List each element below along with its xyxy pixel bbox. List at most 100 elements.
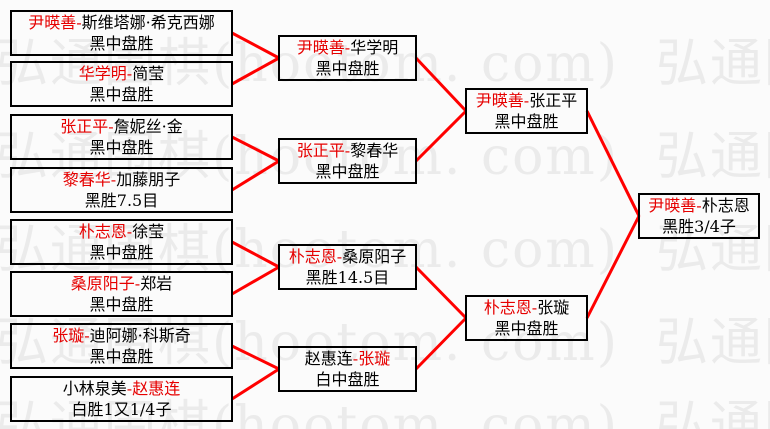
- match-result: 黑中盘胜: [315, 59, 380, 78]
- player-name: 张正平: [529, 91, 578, 110]
- match-result: 黑中盘胜: [89, 138, 154, 157]
- watermark-text: 弘通围棋(hootom. com) 弘通围棋(hootom. com): [0, 220, 770, 280]
- connector-line: [231, 159, 280, 192]
- name-separator: -: [336, 247, 343, 266]
- name-separator: -: [126, 64, 133, 83]
- match-result: 黑中盘胜: [89, 243, 154, 262]
- connector-line: [231, 367, 280, 401]
- connector-line: [231, 56, 280, 86]
- name-separator: -: [696, 196, 702, 215]
- player-name: 简莹: [132, 64, 165, 83]
- connector-line: [231, 240, 280, 269]
- match-box-round2-4: 赵惠连-张璇白中盘胜: [278, 346, 417, 392]
- match-box-round1-8: 小林泉美-赵惠连白胜1又1/4子: [10, 376, 233, 422]
- player-name: 尹暎善: [28, 13, 77, 32]
- match-players: 张正平-詹妮丝·金: [60, 116, 183, 137]
- match-players: 朴志恩-桑原阳子: [289, 246, 406, 267]
- player-name: 斯维塔娜·希克西娜: [81, 13, 215, 32]
- player-name: 朴志恩: [483, 298, 532, 317]
- player-name: 郑岩: [140, 274, 173, 293]
- match-result: 黑中盘胜: [494, 319, 559, 338]
- name-separator: -: [523, 91, 530, 110]
- player-name: 张正平: [296, 141, 345, 160]
- match-players: 朴志恩-徐莹: [79, 221, 164, 242]
- match-result: 黑中盘胜: [89, 295, 154, 314]
- match-result: 白中盘胜: [315, 370, 380, 389]
- player-name: 黎春华: [62, 170, 111, 189]
- match-players: 桑原阳子-郑岩: [71, 273, 172, 294]
- match-box-round1-4: 黎春华-加藤朋子黑胜7.5目: [10, 167, 233, 213]
- connector-line: [231, 31, 280, 60]
- player-name: 小林泉美: [62, 379, 127, 398]
- name-separator: -: [344, 38, 351, 57]
- match-players: 黎春华-加藤朋子: [63, 169, 180, 190]
- player-name: 尹暎善: [475, 91, 524, 110]
- watermark-text: 弘通围棋(hootom. com) 弘通围棋(hootom. com): [0, 313, 770, 373]
- player-name: 华学明: [78, 64, 127, 83]
- match-result: 黑中盘胜: [89, 347, 154, 366]
- name-separator: -: [134, 274, 141, 293]
- match-players: 张璇-迪阿娜·科斯奇: [52, 325, 191, 346]
- match-players: 张正平-黎春华: [297, 140, 398, 161]
- match-players: 尹暎善-朴志恩: [648, 195, 749, 216]
- connector-line: [231, 265, 280, 296]
- match-players: 朴志恩-张璇: [484, 297, 569, 318]
- match-box-round1-1: 尹暎善-斯维塔娜·希克西娜黑中盘胜: [10, 10, 233, 56]
- match-box-semifinal-1: 尹暎善-张正平黑中盘胜: [465, 88, 588, 134]
- match-result: 黑中盘胜: [89, 85, 154, 104]
- match-players: 赵惠连-张璇: [305, 348, 390, 369]
- match-box-semifinal-2: 朴志恩-张璇黑中盘胜: [465, 295, 588, 341]
- match-result: 白胜1又1/4子: [71, 400, 172, 419]
- name-separator: -: [344, 141, 351, 160]
- match-result: 黑胜14.5目: [305, 268, 390, 287]
- player-name: 迪阿娜·科斯奇: [89, 326, 191, 345]
- match-box-round2-2: 张正平-黎春华黑中盘胜: [278, 138, 417, 184]
- player-name: 张璇: [52, 326, 85, 345]
- connector-line: [585, 110, 641, 217]
- connector-line: [414, 109, 468, 163]
- player-name: 尹暎善: [296, 38, 345, 57]
- name-separator: -: [108, 117, 114, 136]
- player-name: 朴志恩: [78, 222, 127, 241]
- connector-line: [585, 215, 641, 319]
- player-name: 张璇: [358, 349, 391, 368]
- connector-line: [414, 265, 468, 320]
- player-name: 朴志恩: [701, 196, 750, 215]
- match-box-round1-5: 朴志恩-徐莹黑中盘胜: [10, 219, 233, 265]
- player-name: 徐莹: [132, 222, 165, 241]
- connector-line: [414, 56, 468, 113]
- match-players: 尹暎善-斯维塔娜·希克西娜: [28, 12, 215, 33]
- name-separator: -: [126, 379, 133, 398]
- match-box-final-1: 尹暎善-朴志恩黑胜3/4子: [638, 193, 760, 239]
- match-box-round2-3: 朴志恩-桑原阳子黑胜14.5目: [278, 244, 417, 290]
- match-result: 黑中盘胜: [315, 162, 380, 181]
- match-box-round1-2: 华学明-简莹黑中盘胜: [10, 61, 233, 107]
- match-result: 黑中盘胜: [494, 112, 559, 131]
- match-players: 尹暎善-张正平: [476, 90, 577, 111]
- name-separator: -: [76, 13, 82, 32]
- match-box-round1-3: 张正平-詹妮丝·金黑中盘胜: [10, 114, 233, 160]
- name-separator: -: [84, 326, 90, 345]
- player-name: 黎春华: [350, 141, 399, 160]
- match-box-round1-6: 桑原阳子-郑岩黑中盘胜: [10, 271, 233, 317]
- connector-line: [414, 316, 468, 371]
- match-result: 黑胜3/4子: [662, 217, 736, 236]
- name-separator: -: [126, 222, 133, 241]
- player-name: 尹暎善: [648, 196, 697, 215]
- player-name: 朴志恩: [288, 247, 337, 266]
- player-name: 张璇: [537, 298, 570, 317]
- name-separator: -: [352, 349, 359, 368]
- player-name: 赵惠连: [132, 379, 181, 398]
- watermark-text: 弘通围棋(hootom. com) 弘通围棋(hootom. com): [0, 34, 770, 94]
- player-name: 华学明: [350, 38, 399, 57]
- match-result: 黑胜7.5目: [84, 191, 159, 210]
- player-name: 桑原阳子: [342, 247, 407, 266]
- player-name: 詹妮丝·金: [113, 117, 183, 136]
- name-separator: -: [531, 298, 538, 317]
- player-name: 张正平: [60, 117, 109, 136]
- player-name: 桑原阳子: [70, 274, 135, 293]
- match-players: 华学明-简莹: [79, 63, 164, 84]
- match-result: 黑中盘胜: [89, 34, 154, 53]
